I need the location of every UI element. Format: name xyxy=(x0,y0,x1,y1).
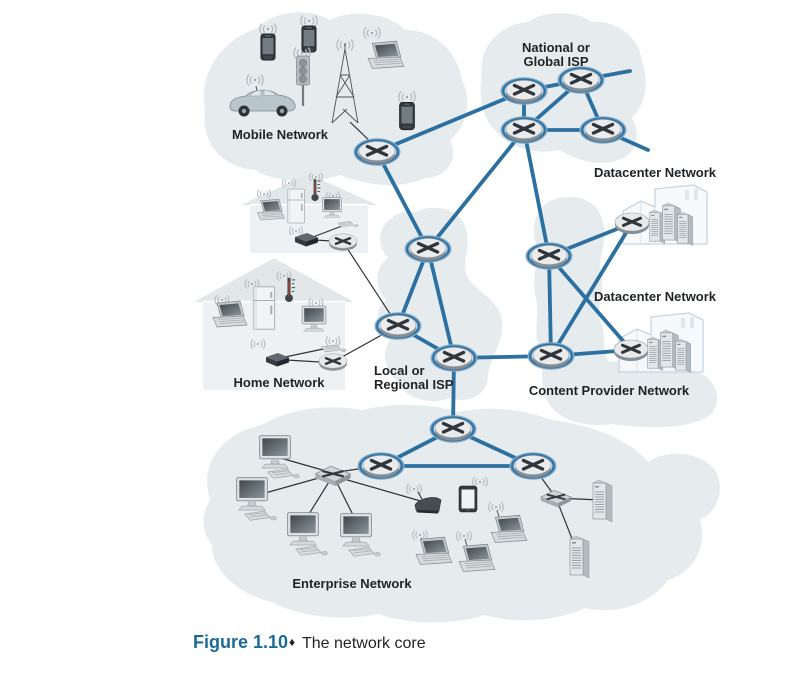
smart-fridge-icon xyxy=(252,286,276,330)
smartphone-icon xyxy=(398,101,416,131)
core-link xyxy=(547,254,553,358)
home-router-icon xyxy=(327,232,359,252)
isp-router-icon xyxy=(555,64,607,96)
figure-caption-text: The network core xyxy=(302,635,426,652)
datacenter-router-icon xyxy=(612,338,650,363)
isp-router-icon xyxy=(498,114,550,146)
national-isp-label-line2: Global ISP xyxy=(523,54,588,69)
core-link xyxy=(426,128,526,251)
home-network-label: Home Network xyxy=(233,375,325,390)
enterprise-router-icon xyxy=(427,413,479,445)
enterprise-cloud xyxy=(203,404,721,623)
enterprise-router-icon xyxy=(355,450,407,482)
isp-router-icon xyxy=(577,114,629,146)
server-icon xyxy=(592,479,613,523)
core-link xyxy=(375,150,430,251)
enterprise-router-icon xyxy=(507,450,559,482)
core-link xyxy=(426,247,456,360)
network-labels: Mobile Network National or Global ISP Da… xyxy=(232,40,717,591)
enterprise-devices xyxy=(236,435,613,579)
smart-fridge-icon xyxy=(287,188,305,224)
datacenter-bottom-label: Datacenter Network xyxy=(594,289,717,304)
core-link xyxy=(375,89,526,154)
core-router-icon xyxy=(402,233,454,265)
core-link xyxy=(549,221,634,358)
isp-router-icon xyxy=(498,75,550,107)
regional-isp-label-line1: Local or xyxy=(374,363,425,378)
datacenter-top-label: Datacenter Network xyxy=(594,165,717,180)
figure-caption-separator: ♦ xyxy=(289,635,295,649)
enterprise-network-label: Enterprise Network xyxy=(292,576,412,591)
access-link xyxy=(312,225,343,238)
smartphone-icon xyxy=(260,33,276,61)
access-link xyxy=(285,359,321,363)
access-link xyxy=(284,347,329,358)
regional-isp-label-line2: Regional ISP xyxy=(374,377,454,392)
regional-isp-router-icon xyxy=(428,342,480,374)
server-icon xyxy=(569,535,590,579)
datacenter-router-icon xyxy=(613,211,651,236)
regional-isp-router-icon xyxy=(372,310,424,342)
mobile-network-label: Mobile Network xyxy=(232,127,329,142)
access-link xyxy=(336,476,425,503)
figure-caption: Figure 1.10 ♦ The network core xyxy=(193,632,426,652)
figure-caption-number: Figure 1.10 xyxy=(193,632,288,652)
server-rack-icon xyxy=(675,338,692,374)
mobile-gateway-router-icon xyxy=(351,136,403,168)
mobile-network-devices xyxy=(229,14,416,131)
tablet-icon xyxy=(458,485,478,513)
national-isp-label-line1: National or xyxy=(522,40,590,55)
core-link xyxy=(547,254,633,352)
server-rack-icon xyxy=(677,211,694,247)
home-router-icon xyxy=(317,352,349,372)
content-provider-router-icon xyxy=(523,240,575,272)
access-link xyxy=(342,241,399,327)
content-provider-label: Content Provider Network xyxy=(529,383,690,398)
content-provider-router-icon xyxy=(525,340,577,372)
core-link xyxy=(522,128,551,258)
